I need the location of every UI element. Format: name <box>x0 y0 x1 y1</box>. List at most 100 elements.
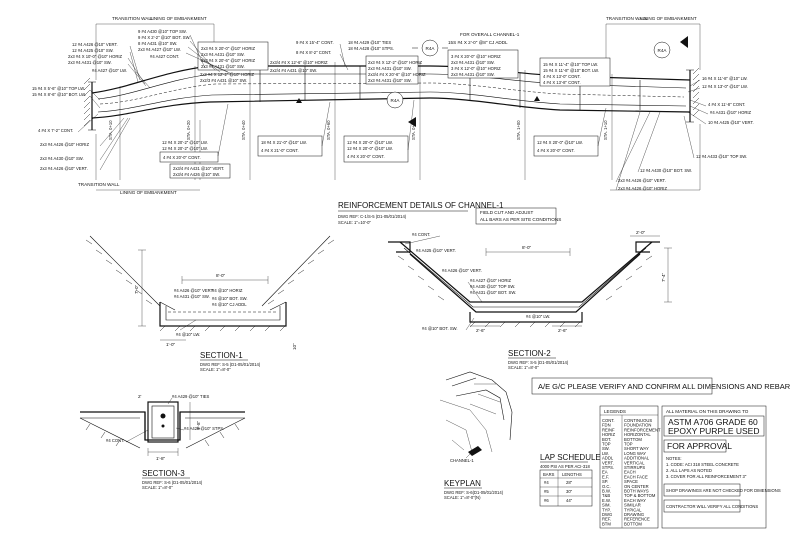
lap-schedule: LAP SCHEDULE 4000 PSI AS PER ACI-318 BAR… <box>539 453 601 507</box>
svg-text:A/E G/C PLEASE VERIFY AND CONF: A/E G/C PLEASE VERIFY AND CONFIRM ALL DI… <box>538 382 791 391</box>
svg-text:#4 A427 CONT.: #4 A427 CONT. <box>150 54 179 59</box>
legend-abbr: HORIZ <box>602 432 615 437</box>
svg-text:#4 A426 @10" VERT.: #4 A426 @10" VERT. <box>174 288 214 293</box>
svg-text:9 #4 X 2'-2" @10" BOT. SW.: 9 #4 X 2'-2" @10" BOT. SW. <box>138 35 190 40</box>
legend-meaning: DRAWING <box>624 512 644 517</box>
legend-meaning: FOUNDATION <box>624 423 651 428</box>
lap-schedule-title: LAP SCHEDULE <box>540 453 601 462</box>
station-labels: STA. 0+10 STA. 0+20 STA. 0+40 STA. 0+60 … <box>108 120 608 140</box>
legend-abbr: T&B <box>602 493 610 498</box>
keyplan-title: KEYPLAN <box>444 479 481 488</box>
svg-text:DWG REF: S-5 (D1-05/01/2014): DWG REF: S-5 (D1-05/01/2014) <box>508 360 569 365</box>
transition-wall-label: TRANSITION WALL <box>78 182 120 187</box>
svg-text:4 #4 X 20'-0" CONT.: 4 #4 X 20'-0" CONT. <box>163 155 201 160</box>
svg-text:2x3 #4 A431 @10" SW.: 2x3 #4 A431 @10" SW. <box>451 72 495 77</box>
transition-wall-label: TRANSITION WALL <box>606 16 648 21</box>
svg-text:4 #4 X 13'-8" CONT.: 4 #4 X 13'-8" CONT. <box>543 80 581 85</box>
svg-text:8'-0": 8'-0" <box>216 273 226 278</box>
svg-text:STA. 0+75: STA. 0+75 <box>411 120 416 140</box>
material-spec: ASTM A706 GRADE 60 <box>668 417 758 427</box>
legend-abbr: E.F. <box>602 474 609 479</box>
svg-text:15 #4 X 11'-8" @10" BOT. LW.: 15 #4 X 11'-8" @10" BOT. LW. <box>543 68 599 73</box>
svg-text:2'-0": 2'-0" <box>636 230 646 235</box>
svg-text:3. COVER FOR ALL REINFORCEMENT: 3. COVER FOR ALL REINFORCEMENT 3" <box>666 474 747 479</box>
direction-arrow-icon <box>680 36 688 48</box>
legend-abbr: VERT. <box>602 460 614 465</box>
svg-text:STA. 0+60: STA. 0+60 <box>326 120 331 140</box>
svg-text:#4 A431 @10" BOT. SW.: #4 A431 @10" BOT. SW. <box>470 290 516 295</box>
legend-meaning: BOTTOM <box>624 521 642 526</box>
right-callouts: 3 #4 X 20'-0" @10" HORIZ 2x3 #4 A431 @10… <box>447 49 754 191</box>
legend-meaning: BOTTOM <box>624 437 642 442</box>
svg-text:12 #4 X 20'-0" @10" LW.: 12 #4 X 20'-0" @10" LW. <box>347 140 393 145</box>
lining-label: LINING OF EMBANKMENT <box>150 16 207 21</box>
svg-text:15 #4 X 11'-4" @10" TOP LW.: 15 #4 X 11'-4" @10" TOP LW. <box>543 62 598 67</box>
svg-text:#4 A427 @10" HORIZ: #4 A427 @10" HORIZ <box>470 278 512 283</box>
legend-abbr: SW. <box>602 446 610 451</box>
legend-abbr: DWG <box>602 512 612 517</box>
svg-text:#4 @10" HORIZ: #4 @10" HORIZ <box>212 288 243 293</box>
svg-text:8'-0": 8'-0" <box>522 245 532 250</box>
svg-text:9 #4 A430 @10" TOP SW.: 9 #4 A430 @10" TOP SW. <box>138 29 187 34</box>
svg-text:2x2/4 #4 A431 @10" SW.: 2x2/4 #4 A431 @10" SW. <box>270 68 317 73</box>
svg-text:16 #4 X 11'-8" @10" LW.: 16 #4 X 11'-8" @10" LW. <box>702 76 748 81</box>
svg-text:2x3/4 #4 A431 @10" VERT.: 2x3/4 #4 A431 @10" VERT. <box>173 166 224 171</box>
svg-text:1. CODE: ACI 318 STEEL CONCRET: 1. CODE: ACI 318 STEEL CONCRETE <box>666 462 739 467</box>
svg-text:4 #4 X 13'-0" CONT.: 4 #4 X 13'-0" CONT. <box>543 74 581 79</box>
svg-text:4 #4 X 7'-2" CONT.: 4 #4 X 7'-2" CONT. <box>38 128 73 133</box>
svg-text:2'-6": 2'-6" <box>558 328 568 333</box>
svg-text:DWG REF: S-5 (D1-05/01/2014): DWG REF: S-5 (D1-05/01/2014) <box>200 362 261 367</box>
svg-text:SCALE: 1"=8'-0"(N): SCALE: 1"=8'-0"(N) <box>444 495 481 500</box>
svg-text:NOTES:: NOTES: <box>666 456 682 461</box>
svg-text:15 #4 X 5'-6" @10" TOP LW.: 15 #4 X 5'-6" @10" TOP LW. <box>32 86 85 91</box>
svg-text:12 #4 A430 @10" BOT. SW.: 12 #4 A430 @10" BOT. SW. <box>640 168 692 173</box>
svg-text:12 #4 A433 @10" TOP SW.: 12 #4 A433 @10" TOP SW. <box>696 154 747 159</box>
legend-abbr: LW. <box>602 451 609 456</box>
section-3-drawing: 1'-8" 1'-8" 2' #4 A429 @10" TIES #4 A428… <box>79 394 246 490</box>
svg-text:30": 30" <box>566 489 573 494</box>
svg-text:2x3/4 #4 X 12'-6" @10" HORIZ: 2x3/4 #4 X 12'-6" @10" HORIZ <box>270 60 328 65</box>
svg-text:SCALE: 1"=8'-0": SCALE: 1"=8'-0" <box>200 367 231 372</box>
svg-text:#4 A426 @10" VERT.: #4 A426 @10" VERT. <box>442 268 482 273</box>
svg-text:2x3 #4 X 12'-2" @10" HORIZ: 2x3 #4 X 12'-2" @10" HORIZ <box>368 60 423 65</box>
legend-abbr: SIM. <box>602 503 611 508</box>
svg-text:CONTRACTOR WILL VERIFY ALL CON: CONTRACTOR WILL VERIFY ALL CONDITIONS <box>666 504 758 509</box>
svg-text:3 #4 X 12'-0" @10" HORIZ: 3 #4 X 12'-0" @10" HORIZ <box>451 66 501 71</box>
svg-text:4000 PSI AS PER ACI-318: 4000 PSI AS PER ACI-318 <box>540 464 590 469</box>
svg-text:28": 28" <box>566 480 573 485</box>
svg-text:12 #4 X 20'-2" @10" LW.: 12 #4 X 20'-2" @10" LW. <box>162 140 208 145</box>
legend-meaning: EACH WAY <box>624 498 646 503</box>
svg-text:#4 @10" BOT. SW.: #4 @10" BOT. SW. <box>422 326 458 331</box>
legend-meaning: VERTICAL <box>624 460 645 465</box>
svg-text:2x3 #4 A431 @10" SW.: 2x3 #4 A431 @10" SW. <box>201 52 245 57</box>
svg-text:BARS: BARS <box>543 472 555 477</box>
legend-meaning: TYPICAL <box>624 507 642 512</box>
plan-view: R4A R4A R4A TRANSITION WALL LINING OF EM… <box>32 16 754 195</box>
legend-abbr: E.W. <box>602 498 611 503</box>
keyplan-drawing: CHANNEL-1 KEYPLAN DWG REF: S-6(D1-05/01/… <box>439 371 513 500</box>
legend-abbr: TYP. <box>602 507 611 512</box>
material-spec: EPOXY PURPLE USED <box>668 426 760 436</box>
svg-text:#4 A425 @10" VERT.: #4 A425 @10" VERT. <box>416 248 456 253</box>
svg-text:1'-0": 1'-0" <box>166 342 176 347</box>
svg-text:LENGTHS: LENGTHS <box>562 472 582 477</box>
svg-text:2x3 #4 X 20'-0" @10" HORIZ: 2x3 #4 X 20'-0" @10" HORIZ <box>201 46 256 51</box>
overall-note: 15S #4 X 2'-0" @8" CJ ADDL <box>448 40 508 45</box>
legend-abbr: TOP <box>602 442 611 447</box>
svg-text:2. ALL LAPS AS NOTED: 2. ALL LAPS AS NOTED <box>666 468 712 473</box>
svg-text:2x3 #4 A431 @10" SW.: 2x3 #4 A431 @10" SW. <box>368 78 412 83</box>
legend-abbr: O.C. <box>602 484 611 489</box>
svg-text:4 #4 X 21'-0" CONT.: 4 #4 X 21'-0" CONT. <box>261 148 299 153</box>
reinforcement-header: REINFORCEMENT DETAILS OF CHANNEL-1 DWG R… <box>338 201 561 225</box>
svg-text:R4A: R4A <box>391 98 401 103</box>
svg-text:12 #4 X 20'-2" @10" LW.: 12 #4 X 20'-2" @10" LW. <box>162 146 208 151</box>
legend-meaning: CONTINUOUS <box>624 418 652 423</box>
left-callouts: 12 #4 A426 @10" VERT. 12 #4 A425 @10" SW… <box>32 42 151 171</box>
section-2-drawing: 8'-0" 2'-0" 2'-6" 2'-6" 7'-4" #4 CONT. #… <box>388 230 672 370</box>
legend-meaning: ADDITIONAL <box>624 456 650 461</box>
svg-text:1'-8": 1'-8" <box>196 420 201 430</box>
svg-text:8 #4 X 8'-2" CONT.: 8 #4 X 8'-2" CONT. <box>296 50 331 55</box>
svg-text:STA. 1+00: STA. 1+00 <box>516 120 521 140</box>
legend-meaning: EACH <box>624 470 636 475</box>
svg-text:2x3 #4 A431 @10" SW.: 2x3 #4 A431 @10" SW. <box>201 64 245 69</box>
